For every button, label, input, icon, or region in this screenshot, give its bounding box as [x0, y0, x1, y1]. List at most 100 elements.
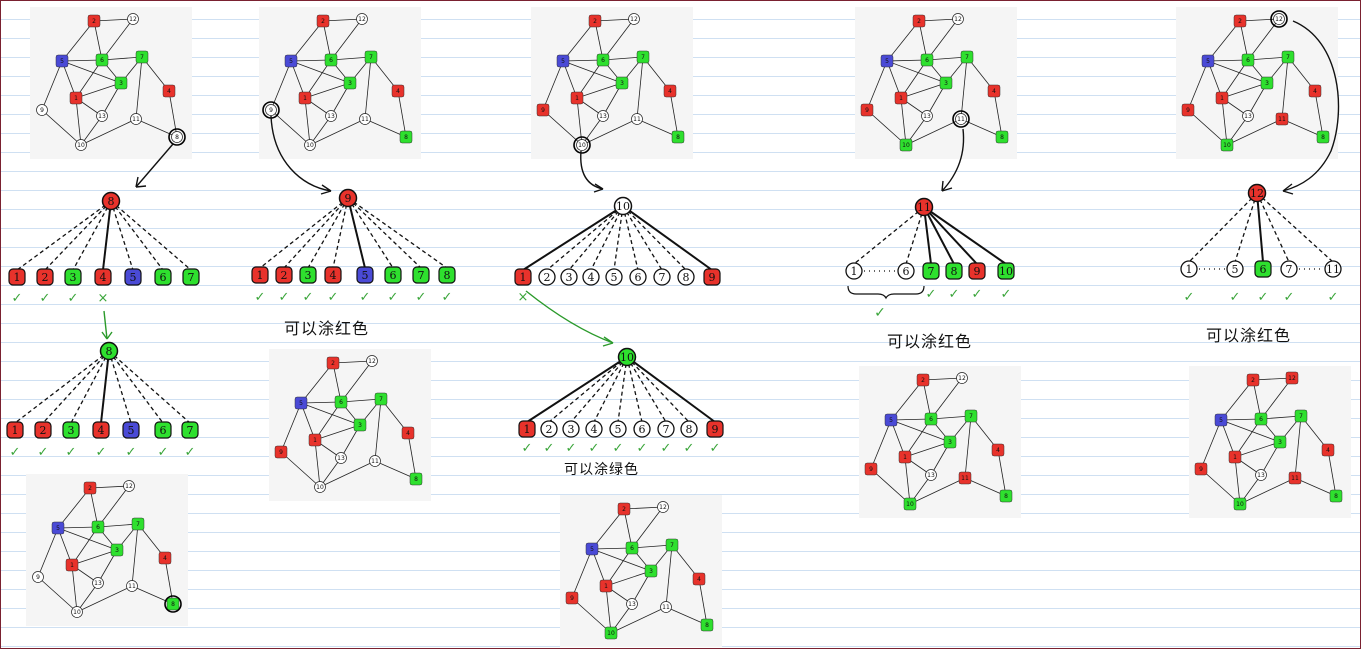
graph-node-1: 1 — [894, 91, 908, 105]
graph-edge — [97, 485, 130, 528]
graph-node-12: 12 — [127, 13, 139, 25]
graph-node-label: 5 — [590, 546, 594, 553]
graph-node-label: 12 — [954, 16, 962, 23]
graph-node-label: 4 — [406, 430, 410, 437]
graph-node-label: 13 — [337, 455, 345, 462]
graph-edge — [270, 60, 292, 111]
graph-node-12: 12 — [1285, 371, 1299, 385]
tree-child-label: 8 — [683, 271, 690, 284]
graph-edge — [131, 523, 139, 587]
tree-child-node: 3 — [560, 268, 578, 286]
current-node-ring — [952, 110, 970, 128]
graph-node-2: 2 — [617, 502, 631, 516]
graph-node-12: 12 — [956, 372, 968, 384]
graph-edge — [562, 20, 596, 62]
graph-edge — [594, 20, 604, 61]
graph-edge — [374, 460, 417, 480]
graph-node-3: 3 — [114, 76, 128, 90]
graph-edge — [576, 59, 604, 99]
graph-node-label: 5 — [889, 417, 893, 424]
tree-edge — [259, 197, 349, 269]
graph-node-4: 4 — [162, 84, 176, 98]
graph-edge — [922, 377, 963, 381]
graph-node-label: 5 — [289, 58, 293, 65]
graph-edge — [340, 398, 382, 403]
graph-node-label: 8 — [676, 134, 680, 141]
tree-root-label: 12 — [1250, 187, 1264, 200]
check-mark: ✓ — [949, 287, 960, 302]
graph-node-12: 12 — [356, 13, 368, 25]
graph-node-label: 13 — [927, 472, 935, 479]
graph-node-4: 4 — [401, 426, 415, 440]
graph-edge — [1207, 60, 1268, 84]
tree-child-node: 2 — [538, 268, 556, 286]
graph-node-2: 2 — [87, 14, 101, 28]
graph-node-6: 6 — [596, 53, 610, 67]
graph-node-label: 2 — [917, 18, 921, 25]
graph-node-4: 4 — [692, 572, 706, 586]
graph-edge — [101, 56, 143, 61]
tree-child-label: 5 — [130, 271, 137, 284]
check-mark: × — [518, 290, 529, 305]
graph-node-3: 3 — [943, 435, 957, 449]
graph-edge — [314, 424, 361, 441]
graph-edge — [1281, 56, 1289, 120]
tree-child-node: 6 — [629, 268, 647, 286]
graph-edge — [280, 402, 302, 453]
graph-node-label: 7 — [379, 396, 383, 403]
tree-edge — [100, 350, 110, 424]
search-tree-t5: 101✓2✓3✓4✓5✓6✓7✓8✓9✓ — [518, 347, 724, 456]
graph-node-label: 6 — [925, 57, 929, 64]
graph-node-13: 13 — [96, 110, 108, 122]
graph-node-4: 4 — [663, 84, 677, 98]
graph-edge — [57, 527, 118, 551]
tree-child-label: 10 — [999, 265, 1013, 278]
check-mark: ✓ — [1284, 290, 1295, 305]
graph-edge — [1220, 418, 1262, 421]
graph-node-label: 4 — [396, 88, 400, 95]
graph-node-10: 10 — [1233, 497, 1247, 511]
graph-edge — [900, 82, 947, 99]
graph-node-1: 1 — [308, 433, 322, 447]
graph-node-label: 6 — [601, 57, 605, 64]
current-node-ring — [164, 595, 182, 613]
check-mark: ✓ — [12, 291, 23, 306]
graph-edge — [1207, 59, 1249, 62]
graph-node-label: 9 — [36, 574, 40, 581]
graph-node-11: 11 — [660, 601, 672, 613]
graph-node-13: 13 — [1242, 110, 1254, 122]
graph-edge — [571, 597, 612, 634]
graph-node-label: 6 — [329, 57, 333, 64]
graph-node-5: 5 — [55, 54, 69, 68]
graph-node-label: 9 — [541, 107, 545, 114]
tree-child-node: 8 — [677, 268, 695, 286]
graph-node-label: 11 — [662, 604, 670, 611]
tree-child-label: 1 — [520, 271, 527, 284]
graph-node-label: 2 — [331, 360, 335, 367]
graph-edge — [330, 56, 372, 61]
graph-node-label: 11 — [361, 116, 369, 123]
graph-node-label: 12 — [630, 16, 638, 23]
tree-edge — [923, 206, 978, 265]
graph-edge — [1294, 415, 1302, 479]
tree-child-label: 6 — [160, 424, 167, 437]
tree-edge — [1188, 192, 1258, 263]
graph-node-7: 7 — [1281, 50, 1295, 64]
graph-edge — [364, 56, 372, 120]
graph-node-label: 11 — [961, 475, 969, 482]
graph-edge — [322, 20, 332, 61]
graph-node-label: 9 — [865, 107, 869, 114]
tree-child-label: 7 — [418, 269, 425, 282]
graph-node-label: 12 — [129, 16, 137, 23]
tree-edge — [1256, 192, 1264, 263]
graph-edge — [1200, 468, 1241, 505]
graph-node-label: 4 — [1326, 447, 1330, 454]
graph-node-6: 6 — [324, 53, 338, 67]
graph-edge — [636, 118, 679, 138]
tree-child-label: 8 — [951, 265, 958, 278]
graph-edge — [591, 508, 625, 550]
tree-child-label: 3 — [305, 269, 312, 282]
